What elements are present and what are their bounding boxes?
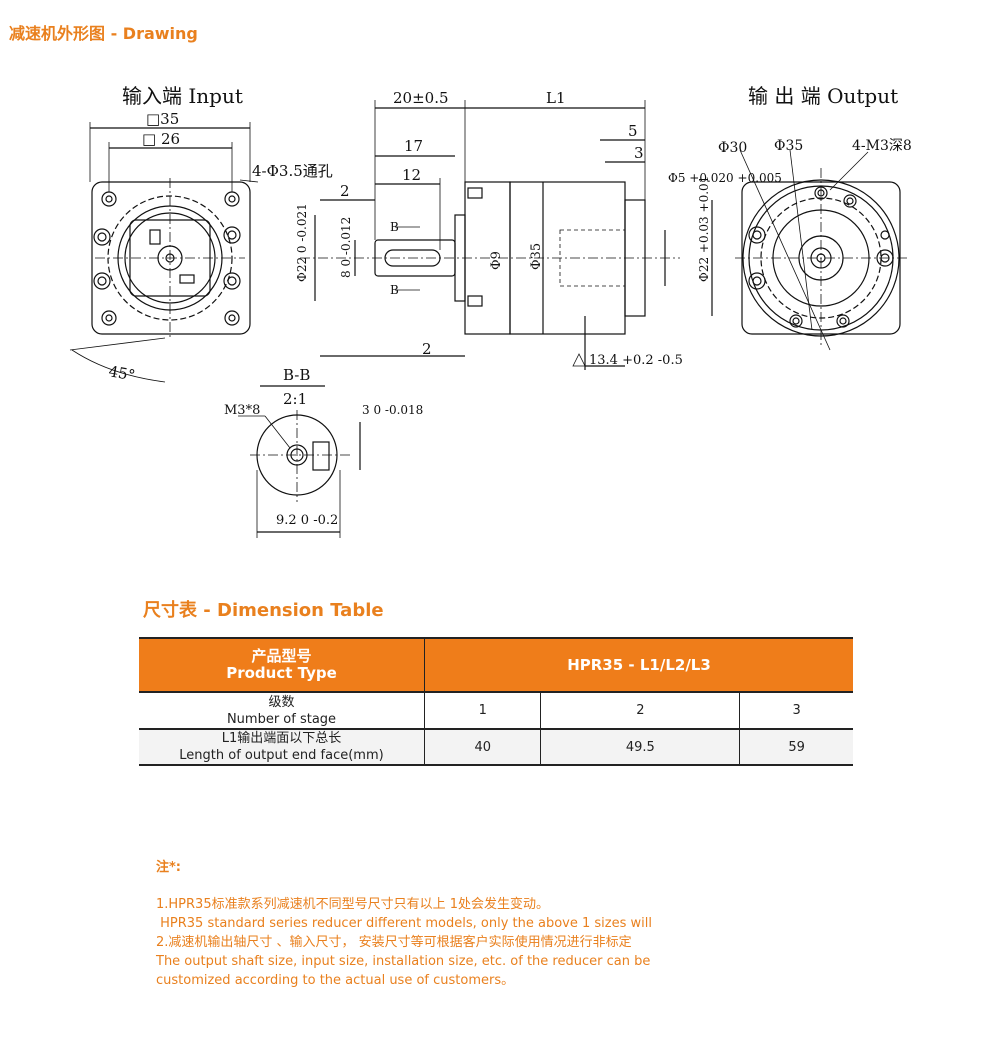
row2-cn: L1输出端面以下总长 <box>221 731 342 746</box>
notes-section: 注*: 1.HPR35标准款系列减速机不同型号尺寸只有以上 1处会发生变动。 H… <box>156 858 856 990</box>
technical-drawing: 输入端 Input □35 □ 26 4-Φ3.5通孔 45° 20±0.5 L… <box>69 84 912 538</box>
row-label-stage: 级数 Number of stage <box>139 692 425 730</box>
dimension-table: 产品型号 Product Type HPR35 - L1/L2/L3 级数 Nu… <box>139 637 853 766</box>
dim-12: 12 <box>402 166 421 184</box>
note-line: 2.减速机输出轴尺寸 、输入尺寸， 安装尺寸等可根据客户实际使用情况进行非标定 <box>156 935 632 950</box>
section-mark-bottom: B <box>390 283 399 297</box>
output-dia-35: Φ35 <box>774 138 803 154</box>
output-dia-30: Φ30 <box>718 140 747 156</box>
input-view-title: 输入端 Input <box>122 84 243 108</box>
input-holes-label: 4-Φ3.5通孔 <box>252 162 333 180</box>
dim-5: 5 <box>628 122 638 140</box>
table-cell: 1 <box>424 692 542 730</box>
output-view-title: 输 出 端 Output <box>748 84 898 108</box>
header-en: Product Type <box>226 664 337 682</box>
dim-shaft-dia: Φ22 0 -0.021 <box>295 203 309 282</box>
section-dim-9: 9.2 0 -0.2 <box>276 513 338 528</box>
note-line: HPR35 standard series reducer different … <box>156 916 652 931</box>
dim-dia-35: Φ35 <box>529 243 544 270</box>
note-line: customized according to the actual use o… <box>156 973 515 988</box>
table-cell: 3 <box>739 692 853 730</box>
note-line: 1.HPR35标准款系列减速机不同型号尺寸只有以上 1处会发生变动。 <box>156 897 549 912</box>
header-cn: 产品型号 <box>251 647 312 665</box>
side-view <box>300 100 713 370</box>
row1-cn: 级数 <box>268 694 295 710</box>
input-square-outer: □35 <box>146 110 179 128</box>
notes-heading: 注*: <box>156 860 181 875</box>
dim-dia-9: Φ9 <box>489 251 504 270</box>
table-cell: 59 <box>739 729 853 766</box>
section-view <box>238 385 361 538</box>
row-label-length: L1输出端面以下总长 Length of output end face(mm) <box>139 729 425 766</box>
input-square-inner: □ 26 <box>142 130 180 148</box>
section-mark-top: B <box>390 220 399 234</box>
section-title: B-B <box>283 366 310 384</box>
table-title: 尺寸表 - Dimension Table <box>143 600 384 621</box>
row1-en: Number of stage <box>226 711 337 727</box>
dim-3: 3 <box>634 144 644 162</box>
section-dim-3: 3 0 -0.018 <box>362 403 423 417</box>
dim-2-bottom: 2 <box>422 340 432 358</box>
section-thread: M3*8 <box>224 403 260 418</box>
table-cell: 2 <box>540 692 741 730</box>
dim-dia-22: Φ22 +0.03 +0.01 <box>697 176 711 282</box>
header-model: HPR35 - L1/L2/L3 <box>424 637 853 693</box>
dim-key: 8 0 -0.012 <box>339 217 353 278</box>
row2-en: Length of output end face(mm) <box>179 748 384 763</box>
table-cell: 49.5 <box>540 729 741 766</box>
section-scale: 2:1 <box>283 390 307 408</box>
table-cell: 40 <box>424 729 542 766</box>
page-title: 减速机外形图 - Drawing <box>9 24 198 43</box>
dim-17: 17 <box>404 137 423 155</box>
table-row: L1输出端面以下总长 Length of output end face(mm)… <box>139 729 853 766</box>
table-header-row: 产品型号 Product Type HPR35 - L1/L2/L3 <box>139 637 853 693</box>
input-view <box>69 122 259 383</box>
output-view <box>735 149 910 351</box>
dim-dia-5: Φ5 +0.020 +0.005 <box>668 171 782 185</box>
note-line: The output shaft size, input size, insta… <box>156 954 651 969</box>
input-angle-label: 45° <box>107 362 136 384</box>
header-product-type: 产品型号 Product Type <box>139 637 425 693</box>
dim-13: 13.4 +0.2 -0.5 <box>589 353 683 368</box>
dim-2-top: 2 <box>340 182 350 200</box>
dim-20: 20±0.5 <box>393 89 449 107</box>
dim-l1: L1 <box>546 89 566 107</box>
table-row: 级数 Number of stage 1 2 3 <box>139 692 853 730</box>
output-tapped: 4-M3深8 <box>852 138 912 154</box>
